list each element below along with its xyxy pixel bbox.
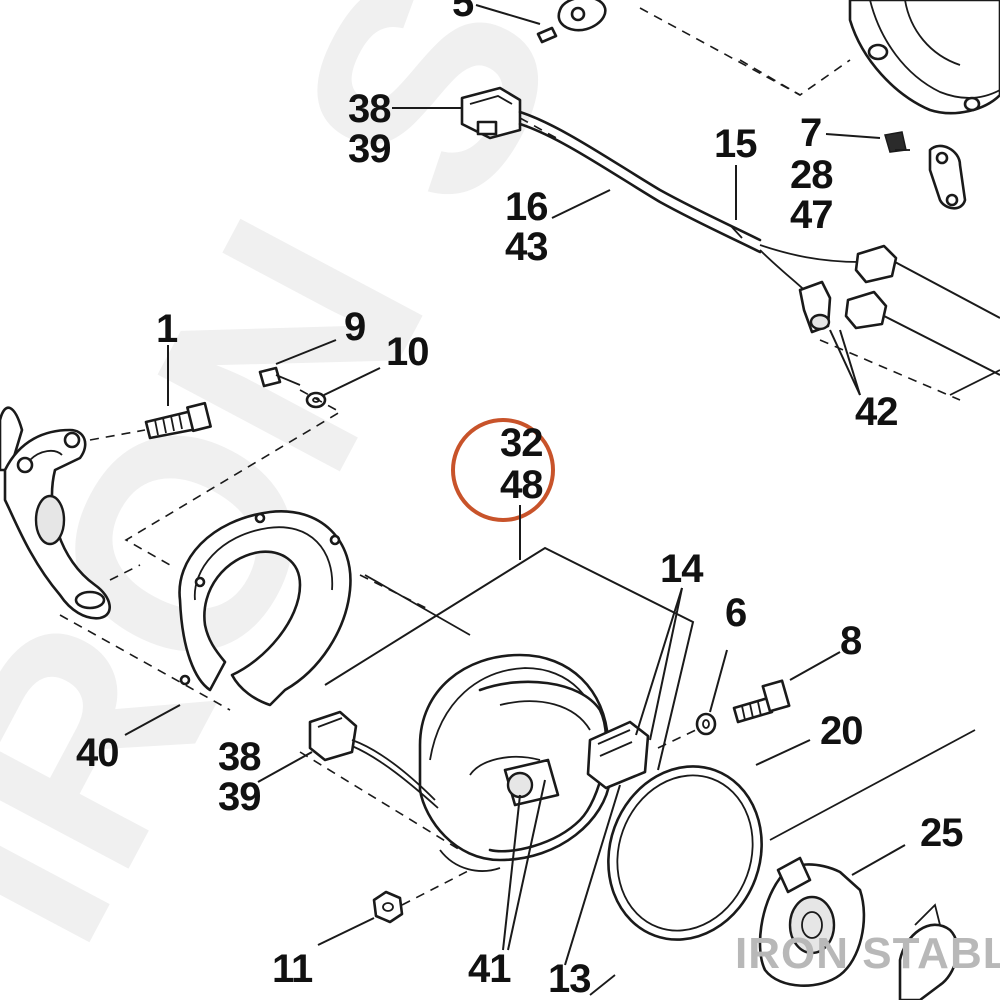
part-20-gasket bbox=[607, 739, 811, 941]
part-7-bolt bbox=[825, 131, 967, 210]
wiring-harness-top bbox=[460, 86, 898, 334]
highlight-circle bbox=[451, 418, 555, 522]
callout-labels: 5 38 39 15 7 28 47 16 43 1 9 10 42 32 48… bbox=[76, 0, 964, 1000]
part-40-trim-ring bbox=[124, 510, 352, 736]
label-39-top: 39 bbox=[348, 127, 391, 171]
part-9-screw bbox=[258, 339, 337, 388]
label-41: 41 bbox=[468, 947, 511, 991]
label-39-bottom: 39 bbox=[218, 775, 261, 819]
lower-connector bbox=[257, 710, 439, 809]
label-47: 47 bbox=[790, 193, 833, 237]
label-7: 7 bbox=[800, 111, 821, 155]
label-8: 8 bbox=[840, 619, 862, 663]
label-13: 13 bbox=[548, 957, 591, 1000]
label-38-bottom: 38 bbox=[218, 735, 261, 779]
label-10: 10 bbox=[386, 330, 429, 374]
label-38-top: 38 bbox=[348, 87, 391, 131]
part-8-bolt bbox=[732, 651, 841, 724]
part-11-nut bbox=[317, 890, 404, 946]
label-43: 43 bbox=[505, 225, 548, 269]
label-11: 11 bbox=[272, 947, 313, 991]
part-5-bracket bbox=[475, 0, 607, 44]
label-9: 9 bbox=[344, 305, 365, 349]
headlamp-bucket bbox=[324, 505, 695, 872]
label-5: 5 bbox=[452, 0, 474, 25]
label-25: 25 bbox=[920, 811, 963, 855]
mounting-bracket-left bbox=[0, 406, 111, 620]
label-40: 40 bbox=[76, 731, 119, 775]
label-6: 6 bbox=[725, 591, 746, 635]
part-14-connector bbox=[586, 587, 683, 790]
brand-logo-text: IRON STABLE bbox=[735, 929, 1000, 978]
part-6-washer bbox=[695, 649, 728, 736]
label-14: 14 bbox=[660, 547, 704, 591]
part-25-bulb-housing bbox=[758, 844, 959, 1000]
label-1: 1 bbox=[156, 307, 178, 351]
upper-headlamp-shell bbox=[848, 0, 1000, 115]
label-48: 48 bbox=[500, 463, 543, 507]
label-15: 15 bbox=[714, 122, 757, 166]
label-42: 42 bbox=[855, 390, 898, 434]
label-20: 20 bbox=[820, 709, 863, 753]
label-32: 32 bbox=[500, 421, 543, 465]
part-1-bolt bbox=[144, 345, 212, 440]
label-28: 28 bbox=[790, 153, 833, 197]
label-16: 16 bbox=[505, 185, 548, 229]
